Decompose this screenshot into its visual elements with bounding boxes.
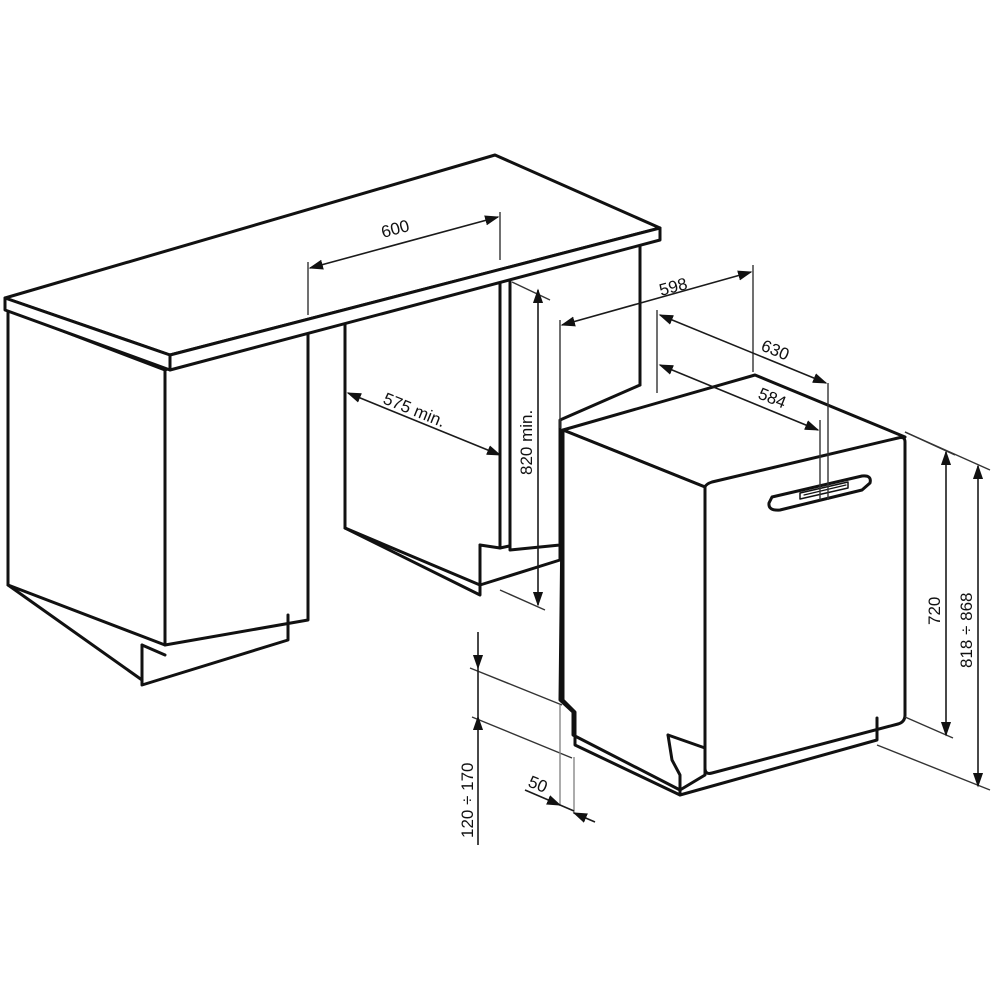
dim-niche-height: 820 min. xyxy=(499,281,551,611)
label-50: 50 xyxy=(526,772,551,797)
label-630: 630 xyxy=(759,336,792,364)
label-820-min: 820 min. xyxy=(517,410,536,475)
label-120-170: 120 ÷ 170 xyxy=(458,762,477,838)
dim-appliance-total-height: 818 ÷ 868 xyxy=(876,431,991,791)
dim-appliance-body-height: 720 xyxy=(904,431,956,739)
dishwasher xyxy=(558,373,907,797)
label-818-868: 818 ÷ 868 xyxy=(957,592,976,668)
label-598: 598 xyxy=(657,274,689,300)
label-720: 720 xyxy=(925,597,944,625)
left-cabinet xyxy=(6,308,310,687)
dim-plinth-height: 120 ÷ 170 xyxy=(458,632,573,845)
